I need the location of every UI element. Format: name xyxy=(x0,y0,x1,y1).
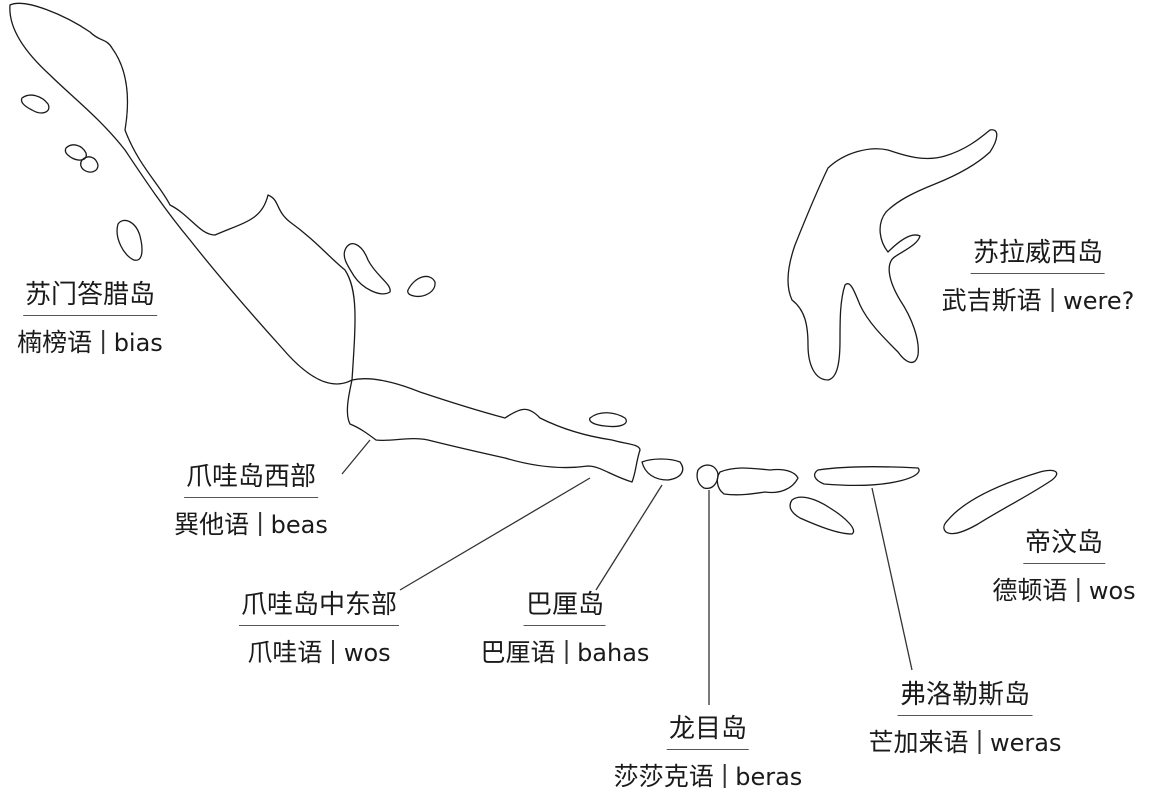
language-line: 德顿语 wos xyxy=(992,574,1135,608)
language-line: 爪哇语 wos xyxy=(239,636,399,670)
separator-bar xyxy=(332,640,334,664)
label-lombok: 龙目岛 莎莎克语 beras xyxy=(614,712,803,794)
java-outline xyxy=(346,378,641,483)
label-bali: 巴厘岛 巴厘语 bahas xyxy=(481,588,650,670)
language-name: 巴厘语 xyxy=(480,638,556,667)
islet-outline xyxy=(20,94,50,114)
island-name: 巴厘岛 xyxy=(523,588,607,626)
sumatra-outline xyxy=(9,2,356,385)
label-timor: 帝汶岛 德顿语 wos xyxy=(992,526,1135,608)
rice-word: wos xyxy=(1088,577,1136,605)
separator-bar xyxy=(565,640,568,664)
language-line: 武吉斯语 were? xyxy=(942,284,1135,318)
island-name: 苏拉威西岛 xyxy=(970,236,1106,274)
language-name: 芒加来语 xyxy=(868,728,969,757)
label-central-east-java: 爪哇岛中东部 爪哇语 wos xyxy=(238,588,400,670)
bangka-outline xyxy=(343,243,391,295)
leader-line-central-east-java xyxy=(399,477,591,591)
island-name: 苏门答腊岛 xyxy=(22,278,158,316)
island-name: 龙目岛 xyxy=(666,712,749,750)
label-flores: 弗洛勒斯岛 芒加来语 weras xyxy=(869,678,1062,760)
sumba-outline xyxy=(789,496,855,535)
island-name: 爪哇岛西部 xyxy=(183,460,319,498)
language-name: 武吉斯语 xyxy=(941,286,1042,315)
language-line: 莎莎克语 beras xyxy=(614,760,803,794)
islet-outline xyxy=(80,156,99,173)
rice-word: bahas xyxy=(577,639,650,667)
language-name: 莎莎克语 xyxy=(613,762,714,791)
rice-word: were? xyxy=(1063,287,1135,315)
separator-bar xyxy=(1051,288,1054,312)
bali-outline xyxy=(641,458,684,481)
belitung-outline xyxy=(407,275,436,298)
label-sumatra: 苏门答腊岛 楠榜语 bias xyxy=(17,278,163,360)
language-name: 巽他语 xyxy=(174,510,250,539)
label-sulawesi: 苏拉威西岛 武吉斯语 were? xyxy=(942,236,1135,318)
island-name: 弗洛勒斯岛 xyxy=(897,678,1032,716)
lombok-outline xyxy=(696,464,719,490)
language-line: 巴厘语 bahas xyxy=(481,636,650,670)
language-name: 楠榜语 xyxy=(17,328,93,357)
language-name: 爪哇语 xyxy=(247,638,323,667)
language-name: 德顿语 xyxy=(992,576,1068,605)
rice-word: wos xyxy=(343,639,391,667)
separator-bar xyxy=(259,512,261,536)
island-name: 帝汶岛 xyxy=(1022,526,1105,564)
label-west-java: 爪哇岛西部 巽他语 beas xyxy=(174,460,328,542)
language-line: 楠榜语 bias xyxy=(17,326,163,360)
flores-outline xyxy=(813,466,920,486)
island-name: 爪哇岛中东部 xyxy=(238,588,400,626)
rice-word: weras xyxy=(990,729,1062,757)
leader-line-bali xyxy=(595,484,663,591)
language-line: 巽他语 beas xyxy=(174,508,328,542)
timor-outline xyxy=(943,469,1058,535)
separator-bar xyxy=(723,764,726,788)
leader-line-west-java xyxy=(341,439,371,475)
leader-line-flores xyxy=(871,487,913,671)
madura-outline xyxy=(589,412,627,428)
rice-word: beas xyxy=(270,511,328,539)
separator-bar xyxy=(1077,578,1079,602)
sumbawa-outline xyxy=(716,467,799,496)
language-line: 芒加来语 weras xyxy=(869,726,1062,760)
separator-bar xyxy=(978,730,981,754)
islet-outline xyxy=(64,144,87,161)
sulawesi-outline xyxy=(787,129,998,381)
separator-bar xyxy=(102,330,104,354)
rice-word: beras xyxy=(735,763,803,791)
rice-word: bias xyxy=(113,329,163,357)
islet-outline xyxy=(116,219,143,261)
